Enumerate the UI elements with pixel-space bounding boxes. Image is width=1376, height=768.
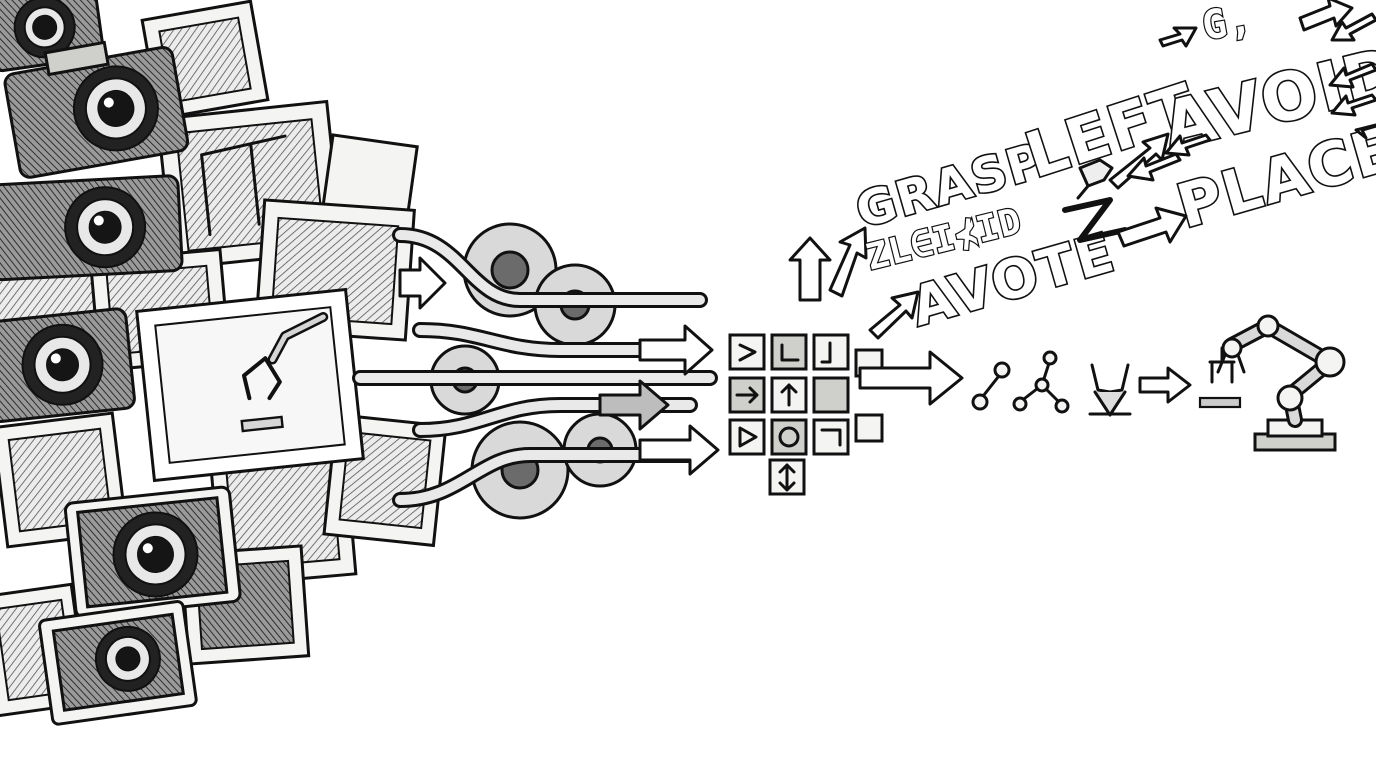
camera-icon <box>0 307 136 424</box>
node-icon <box>1012 350 1070 414</box>
camera-icon <box>63 485 242 619</box>
arrow-icon <box>1108 132 1170 190</box>
hand-icon <box>1076 158 1114 200</box>
arrow-icon <box>788 236 832 302</box>
symbol-block <box>720 300 884 500</box>
word-g-glyph: G, <box>1199 0 1256 50</box>
action-sequence <box>971 314 1346 452</box>
arrow-icon <box>598 379 670 431</box>
arrow-icon <box>398 256 447 310</box>
node-icon <box>971 361 1011 411</box>
gripper-icon <box>240 311 329 433</box>
action-words: GRASP LEFT AVOID PLACE AVOTE ZL∈I⊀ID G, <box>848 0 1376 340</box>
arrow-icon <box>1354 123 1376 140</box>
arrow-icon <box>1328 62 1376 89</box>
arrow-icon <box>1138 366 1192 404</box>
zigzag-arrow-icon <box>1062 197 1128 243</box>
arrow-icon <box>638 324 714 376</box>
gripper-photo-frame <box>135 287 365 483</box>
arrow-icon <box>828 226 868 298</box>
arrow-icon <box>1158 26 1198 48</box>
robot-arm-icon <box>1216 314 1346 452</box>
pipe-icon <box>352 227 718 508</box>
arrow-icon <box>1126 152 1182 182</box>
camera-icon <box>3 40 190 179</box>
arrow-icon <box>1298 0 1354 32</box>
arrow-icon <box>1330 93 1376 117</box>
arrow-icon <box>1330 12 1376 42</box>
arrow-icon <box>858 350 964 406</box>
arrow-icon <box>868 290 920 340</box>
processing-machine <box>352 222 964 520</box>
camera-icon <box>38 600 198 726</box>
arrow-icon <box>638 424 720 476</box>
arrow-icon <box>1164 133 1212 157</box>
camera-icon <box>0 174 184 282</box>
arrow-icon <box>1116 206 1188 248</box>
gripper-icon <box>1088 363 1132 417</box>
camera-photo-pile <box>0 0 448 726</box>
